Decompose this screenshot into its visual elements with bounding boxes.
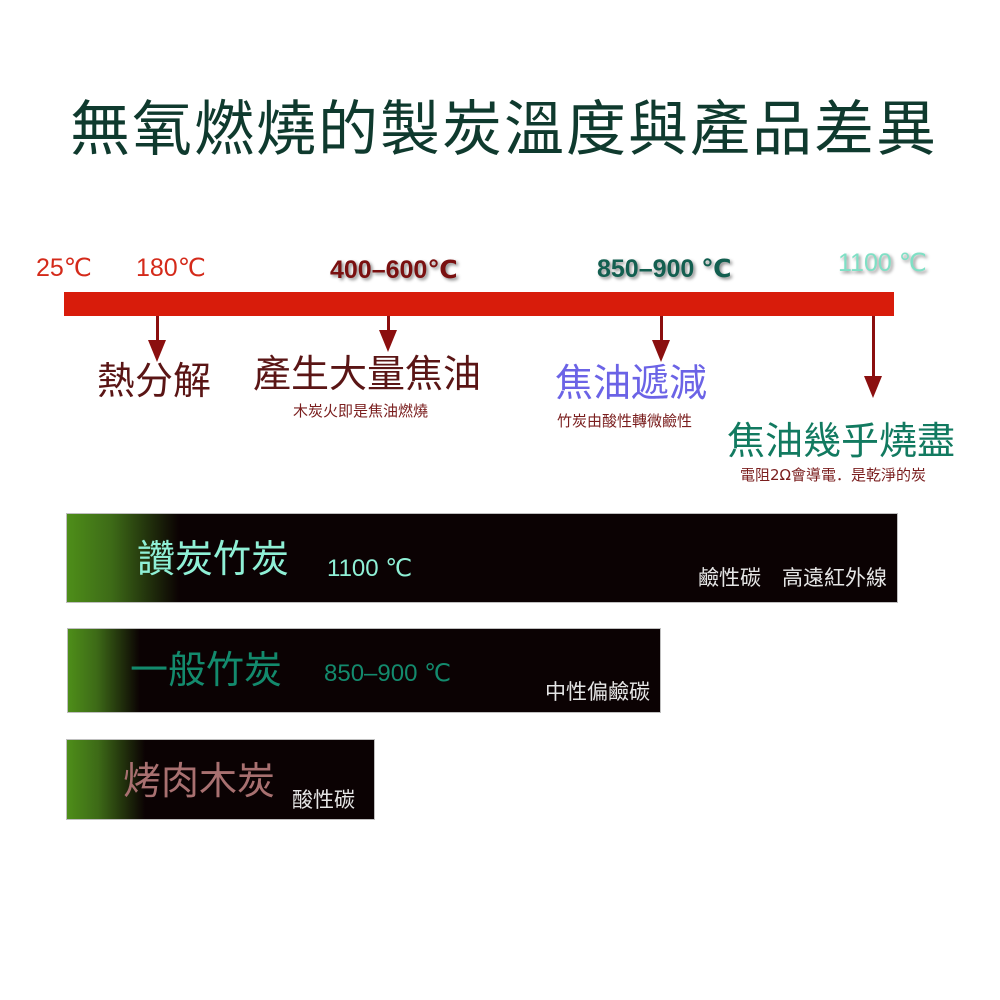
temp-label-180: 180℃	[136, 254, 206, 282]
temp-label-400-600: 400–600℃	[330, 256, 458, 284]
product-row-zan-bamboo: 讚炭竹炭 1100 ℃ 鹼性碳 高遠紅外線	[66, 513, 898, 603]
product-note: 酸性碳	[292, 788, 355, 812]
product-temp: 1100 ℃	[327, 555, 413, 582]
page-title: 無氧燃燒的製炭溫度與產品差異	[70, 95, 938, 165]
arrow-down-icon	[652, 316, 670, 362]
stage-tar-decrease-subtitle: 竹炭由酸性轉微鹼性	[557, 412, 693, 430]
product-name: 讚炭竹炭	[137, 537, 290, 581]
product-note: 中性偏鹼碳	[545, 680, 650, 704]
stage-tar-decrease: 焦油遞減	[555, 361, 708, 405]
temp-label-25: 25℃	[36, 254, 92, 282]
stage-tar-production: 產生大量焦油	[253, 352, 482, 396]
gradient-swatch	[67, 740, 145, 819]
gradient-swatch	[68, 629, 140, 712]
product-temp: 850–900 ℃	[324, 660, 452, 687]
product-name: 烤肉木炭	[123, 759, 276, 803]
temp-label-850-900: 850–900 ℃	[597, 255, 732, 283]
arrow-down-icon	[379, 316, 397, 352]
arrow-down-icon	[148, 316, 166, 362]
product-row-general-bamboo: 一般竹炭 850–900 ℃ 中性偏鹼碳	[67, 628, 661, 713]
product-name: 一般竹炭	[130, 648, 283, 692]
stage-pyrolysis: 熱分解	[97, 359, 212, 403]
arrow-down-icon	[864, 316, 882, 398]
temp-label-1100: 1100 ℃	[838, 249, 927, 277]
timeline-bar	[64, 292, 894, 316]
product-note: 鹼性碳 高遠紅外線	[698, 566, 887, 590]
gradient-swatch	[67, 514, 179, 602]
product-row-bbq-charcoal: 烤肉木炭 酸性碳	[66, 739, 375, 820]
stage-tar-burned-out: 焦油幾乎燒盡	[727, 419, 956, 463]
stage-tar-burned-out-subtitle: 電阻2Ω會導電．是乾淨的炭	[740, 466, 927, 484]
stage-tar-production-subtitle: 木炭火即是焦油燃燒	[293, 402, 429, 420]
